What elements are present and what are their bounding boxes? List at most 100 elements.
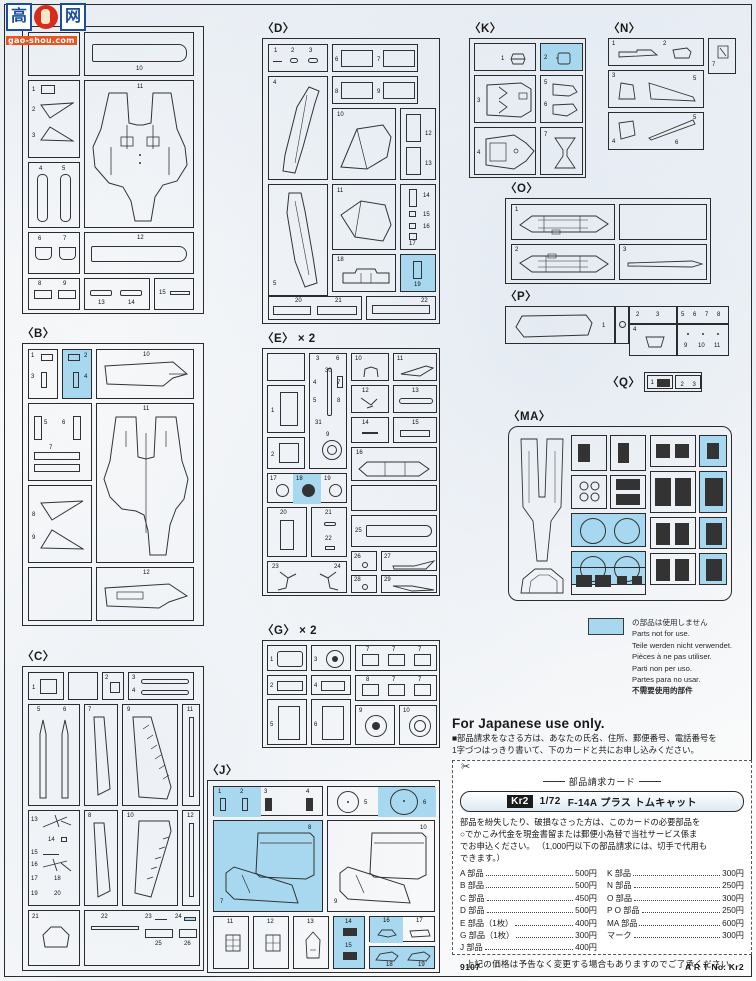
part-shape — [35, 247, 52, 260]
wheel-decal-shape — [614, 556, 640, 582]
order-card-header-text: 部品請求カード — [568, 777, 636, 787]
decal-shape — [706, 559, 722, 581]
part-shape — [273, 306, 311, 315]
part-number: 3 — [623, 247, 627, 253]
decal-shape — [705, 478, 723, 506]
part-number: 1 — [515, 207, 519, 213]
sprue-panel-b: 〈B〉 1 3 2 4 10 5 — [22, 325, 204, 626]
part-number: 5 — [62, 166, 66, 172]
part-cell — [619, 204, 707, 240]
part-shape — [189, 717, 194, 797]
part-cell: 9 — [355, 705, 395, 745]
part-number: 7 — [88, 707, 92, 713]
part-number: 18 — [296, 476, 303, 482]
part-number: 24 — [334, 564, 341, 570]
triangle-shape-icon — [40, 529, 85, 550]
part-number: 8 — [337, 398, 341, 404]
part-cell: 1 3 — [28, 349, 58, 399]
fuselage-outline-icon — [92, 92, 188, 222]
price-row-name: B 部品 — [460, 881, 485, 891]
part-number: 5 — [364, 800, 368, 806]
sprue-panel-j: 〈J〉 1 2 3 4 5 6 — [207, 762, 440, 973]
sprue-frame-g: 1 3 7 7 7 2 4 — [262, 640, 440, 748]
part-cell-unused: 8 7 — [213, 820, 323, 912]
part-number: 5 — [693, 115, 697, 121]
part-number: 3 — [316, 356, 320, 362]
sprue-frame-d: 1 2 3 6 7 8 9 4 — [262, 38, 440, 324]
decal-shape — [616, 494, 640, 505]
pylon-shape-icon — [400, 365, 434, 377]
part-cell: 8 9 — [28, 485, 92, 563]
part-number: 5 — [681, 312, 685, 318]
part-cell: 2 3 — [629, 306, 677, 324]
part-cell: 4 — [474, 127, 536, 175]
part-shape — [40, 102, 75, 119]
part-shape — [278, 706, 300, 740]
part-number: 4 — [132, 688, 136, 694]
part-shape-icon — [392, 585, 435, 592]
decal-cell-unused — [699, 553, 727, 585]
part-shape-icon — [552, 83, 578, 97]
part-shape — [34, 464, 80, 472]
part-shape — [34, 452, 80, 460]
part-shape — [141, 690, 189, 695]
part-number: 4 — [633, 327, 637, 333]
logo-url: gao-shou.com — [6, 36, 77, 45]
part-cell: 2 — [267, 675, 307, 695]
part-shape — [179, 929, 197, 938]
part-number: 2 — [636, 312, 640, 318]
part-shape — [41, 354, 53, 361]
sprue-panel-c: 〈C〉 1 2 3 4 5 6 — [22, 648, 204, 971]
sprue-panel-o: 〈O〉 1 2 3 — [505, 180, 711, 284]
part-number: 8 — [366, 677, 370, 683]
kit-scale: 1/72 — [539, 796, 561, 807]
price-row-name: A 部品 — [460, 869, 484, 878]
sprue-panel-g: 〈G〉 × 2 1 3 7 7 7 2 — [262, 622, 440, 748]
part-shape-icon — [645, 336, 665, 348]
decal-shape — [595, 575, 611, 587]
logo-glyph-row: 高 网 — [6, 3, 88, 31]
part-number: 9 — [326, 432, 330, 438]
price-row-name: P O 部品 — [607, 906, 640, 916]
part-shape — [91, 926, 139, 930]
part-number: 31 — [315, 420, 322, 426]
sprue-frame-q: 1 2 3 — [644, 372, 703, 392]
part-number: 9 — [127, 707, 131, 713]
part-cell: 10 9 — [327, 820, 435, 912]
part-shape-icon — [554, 137, 576, 169]
ring-shape — [409, 715, 431, 737]
legend-line-cn: 不需要使用的部件 — [632, 686, 693, 696]
part-shape-icon — [363, 366, 379, 378]
price-row-amount: 300円 — [575, 931, 597, 941]
part-shape — [41, 85, 55, 94]
part-shape-icon — [375, 951, 399, 962]
part-cell: 15 — [393, 417, 437, 443]
wheel-shape — [276, 484, 289, 497]
order-body-line-1: 部品を紛失したり、破損なさった方は、このカードの必要部品を — [460, 817, 701, 827]
part-cell: 4 — [629, 324, 677, 356]
wheel-decal-shape — [580, 556, 606, 582]
part-number: 1 — [270, 657, 274, 663]
part-number: 4 — [39, 166, 43, 172]
price-row: E 部品（1枚）400円 — [460, 918, 597, 930]
part-shape — [325, 546, 335, 550]
part-cell: 4 5 6 — [608, 112, 704, 150]
price-row-amount: 450円 — [575, 893, 597, 903]
part-number: 7 — [337, 380, 341, 386]
part-cell: 12 — [351, 385, 389, 413]
part-number: 2 — [663, 41, 667, 47]
order-body-line-4: できます。） — [460, 853, 505, 863]
part-number: 6 — [544, 102, 548, 108]
part-number: 2 — [680, 382, 684, 388]
order-body-line-3: でお申込ください。 （1,000円以下の部品請求には、切手で代用も — [460, 841, 708, 851]
price-row-name: K 部品 — [607, 869, 632, 878]
part-number: 1 — [650, 380, 654, 386]
wheel-shape — [302, 484, 315, 497]
wheel-shape — [329, 484, 342, 497]
part-shape-icon — [510, 53, 526, 65]
part-shape-icon — [407, 951, 431, 962]
part-number: 6 — [423, 800, 427, 806]
part-number: 2 — [240, 789, 244, 795]
part-cell: 2 — [102, 672, 124, 700]
